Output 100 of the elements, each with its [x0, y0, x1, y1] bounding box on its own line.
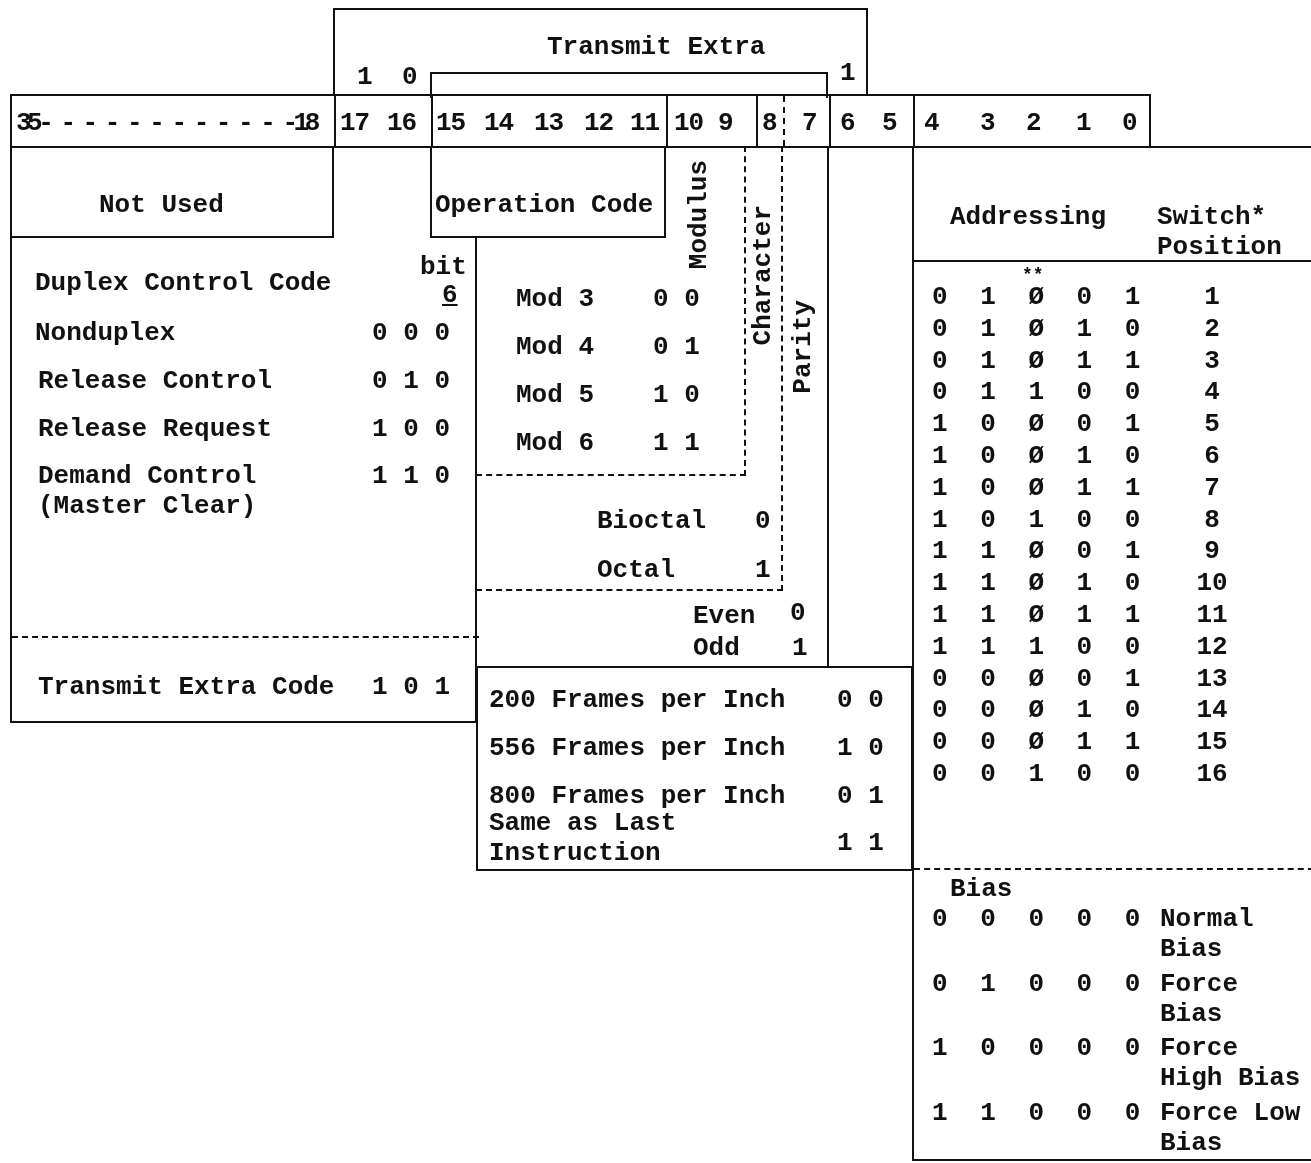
- code-value: 0 0: [837, 685, 884, 715]
- code-name: Mod 3: [516, 284, 594, 314]
- bit-number: 10: [674, 108, 704, 138]
- bit-pattern: 0 0 Ø 0 1: [932, 663, 1141, 694]
- bit-number: 11: [630, 108, 660, 138]
- code-name: Mod 6: [516, 428, 594, 458]
- bit-pattern: 1 0 Ø 1 0: [932, 441, 1141, 471]
- code-value: 1: [755, 555, 771, 585]
- code-value: 1 1: [837, 828, 884, 858]
- bias-name: Force Low Bias: [1160, 1097, 1302, 1158]
- bit-pattern: 0 1 1 0 0: [932, 377, 1141, 408]
- code-value: 1 0: [653, 380, 700, 410]
- bit-pattern: 1 1 1 0 0: [932, 631, 1141, 662]
- bit-number: 3: [980, 108, 995, 138]
- code-value: 0 0 0: [372, 318, 450, 348]
- field-box: [912, 146, 1311, 1161]
- bit-number: 13: [534, 108, 564, 138]
- bit-pattern: 1 0 Ø 1 1: [932, 472, 1141, 503]
- code-value: 1: [792, 633, 808, 663]
- code-name: Transmit Extra Code: [38, 672, 335, 702]
- bit-number: 9: [718, 108, 733, 138]
- switch-position: 9: [1203, 536, 1221, 567]
- bit-pattern: 0 0 1 0 0: [932, 759, 1141, 789]
- code-value: 0 1: [653, 332, 700, 362]
- switch-position: 15: [1195, 727, 1229, 758]
- code-name: Octal: [597, 555, 675, 585]
- switch-position: 7: [1203, 472, 1221, 503]
- field-title: Not Used: [99, 190, 224, 220]
- field-title: Operation Code: [435, 190, 654, 220]
- bit-pattern: 0 0 Ø 1 1: [932, 727, 1141, 758]
- switch-position: 6: [1203, 441, 1221, 471]
- bit-number: 14: [484, 108, 514, 138]
- code-name: Release Control: [38, 366, 273, 396]
- code-name: Odd: [693, 633, 740, 663]
- field-bracket-box: [333, 8, 868, 96]
- field-box: [476, 666, 913, 871]
- bit-value: 1: [357, 62, 373, 92]
- bit-pattern: 0 1 Ø 1 0: [932, 313, 1141, 344]
- code-name: Mod 5: [516, 380, 594, 410]
- code-name: 800 Frames per Inch: [489, 781, 786, 811]
- switch-position: 10: [1195, 568, 1229, 599]
- code-name: Even: [693, 601, 756, 631]
- column-heading: Addressing: [950, 202, 1107, 232]
- bit-number: 16: [387, 108, 417, 138]
- bit-pattern: 1 1 Ø 0 1: [932, 536, 1141, 567]
- code-value: 1 0 1: [372, 672, 450, 702]
- switch-position: 13: [1195, 663, 1229, 694]
- switch-position: 4: [1203, 377, 1221, 408]
- bit-value: 0: [402, 62, 418, 92]
- bit-number: 7: [802, 108, 817, 138]
- code-value: 0: [755, 506, 771, 536]
- bit-pattern: 1 1 Ø 1 0: [932, 568, 1141, 599]
- switch-position: 1: [1203, 282, 1221, 312]
- field-title: Modulus: [684, 160, 714, 270]
- code-value: 0 0: [653, 284, 700, 314]
- bit-range: 35- - - - - - - - - - - -18: [16, 108, 316, 138]
- bit-number: 6: [442, 280, 458, 310]
- switch-position: 16: [1195, 759, 1229, 789]
- bit-pattern: 0 1 Ø 1 1: [932, 345, 1141, 376]
- bias-name: Normal Bias: [1160, 904, 1255, 964]
- switch-position: 8: [1203, 504, 1221, 535]
- switch-position: 14: [1195, 695, 1229, 726]
- column-heading: Bias: [950, 874, 1013, 904]
- code-value: 1 1: [653, 428, 700, 458]
- code-name: Mod 4: [516, 332, 594, 362]
- field-box: [430, 146, 666, 238]
- bit-pattern: 0 1 0 0 0: [932, 968, 1141, 999]
- bit-pattern: 1 1 0 0 0: [932, 1097, 1141, 1128]
- field-title: Parity: [788, 300, 818, 394]
- switch-position: 5: [1203, 409, 1221, 440]
- code-value: 0: [790, 598, 806, 628]
- switch-position: 12: [1195, 631, 1229, 662]
- field-box: [10, 146, 334, 238]
- field-box: [10, 236, 477, 723]
- column-heading: Switch* Position: [1157, 202, 1283, 262]
- bit-value: 1: [840, 58, 856, 88]
- bias-name: Force Bias: [1160, 968, 1239, 1029]
- bit-number: 6: [840, 108, 855, 138]
- code-value: 1 1 0: [372, 461, 450, 491]
- code-name: Nonduplex: [35, 318, 176, 348]
- bit-pattern: 1 0 0 0 0: [932, 1033, 1141, 1063]
- bit-number: 5: [882, 108, 897, 138]
- bit-number: 15: [436, 108, 466, 138]
- code-name: 200 Frames per Inch: [489, 685, 786, 715]
- bit-pattern: 0 0 Ø 1 0: [932, 695, 1141, 726]
- switch-position: 2: [1203, 313, 1221, 344]
- switch-position: 3: [1203, 345, 1221, 376]
- switch-position: 11: [1195, 600, 1229, 630]
- bit-pattern: 1 1 Ø 1 1: [932, 600, 1141, 630]
- code-value: 1 0: [837, 733, 884, 763]
- bit-number: 12: [584, 108, 614, 138]
- code-name: Release Request: [38, 414, 273, 444]
- field-title: Duplex Control Code: [35, 268, 332, 298]
- bit-pattern: 1 0 Ø 0 1: [932, 409, 1141, 440]
- bias-name: Force High Bias: [1160, 1033, 1302, 1093]
- bit-number: 17: [340, 108, 370, 138]
- bit-pattern: 0 0 0 0 0: [932, 904, 1141, 934]
- bit-pattern: 1 0 1 0 0: [932, 504, 1141, 535]
- column-heading: bit: [420, 252, 467, 282]
- code-value: 0 1: [837, 781, 884, 811]
